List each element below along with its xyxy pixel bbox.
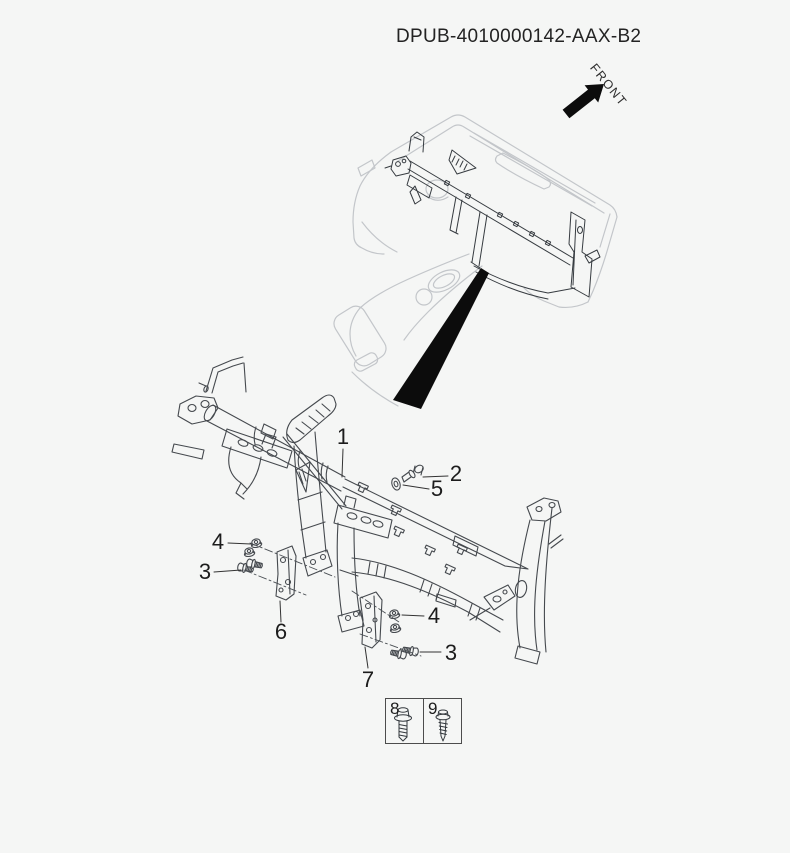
fasteners [236, 464, 424, 661]
callout-2: 2 [449, 461, 463, 486]
front-direction-arrow [562, 84, 604, 119]
legend-cell-8: 8 [386, 699, 423, 743]
front-arrow-icon [562, 84, 604, 119]
callout-6: 6 [274, 619, 288, 644]
lower-rail [351, 535, 504, 633]
flange-bolt-icon [394, 707, 412, 742]
mounting-bracket-7 [359, 591, 383, 649]
cowl-gusset-plate [286, 394, 337, 444]
callout-4-left: 4 [211, 529, 225, 554]
left-end-bracket [171, 395, 219, 460]
crossbar-exploded-view [171, 356, 564, 669]
page-title: DPUB-4010000142-AAX-B2 [396, 26, 642, 47]
bolt-part-2 [401, 464, 424, 483]
dashboard-crossbar [384, 131, 601, 300]
nut-part-4-left-b [242, 546, 256, 558]
center-support [333, 495, 393, 633]
callout-4-right: 4 [427, 603, 441, 628]
callout-7: 7 [361, 667, 375, 692]
callout-leader-lines [213, 448, 449, 669]
callout-3-right: 3 [444, 640, 458, 665]
left-upper-arm [198, 356, 247, 394]
nut-part-4-right-b [388, 622, 402, 634]
callout-1: 1 [336, 424, 350, 449]
dashboard-illustration [333, 114, 618, 407]
fastener-legend: 8 9 [385, 698, 462, 744]
callout-5: 5 [430, 476, 444, 501]
legend-cell-9: 9 [423, 699, 461, 743]
diagonal-rod [282, 433, 347, 510]
location-pointer-wedge [393, 268, 489, 409]
legend-label-8: 8 [390, 699, 400, 718]
tapping-screw-icon [435, 709, 451, 742]
legend-label-9: 9 [428, 699, 438, 718]
callout-3-left: 3 [198, 559, 212, 584]
washer-part-5 [391, 477, 401, 491]
left-support-legs [293, 431, 333, 577]
right-side-bracket [469, 497, 564, 665]
left-slotted-bracket [221, 428, 293, 500]
mounting-bracket-6 [275, 545, 297, 601]
assembly-centerlines [243, 542, 422, 657]
legend-icons [394, 707, 451, 742]
nut-part-4-right-a [387, 608, 401, 620]
